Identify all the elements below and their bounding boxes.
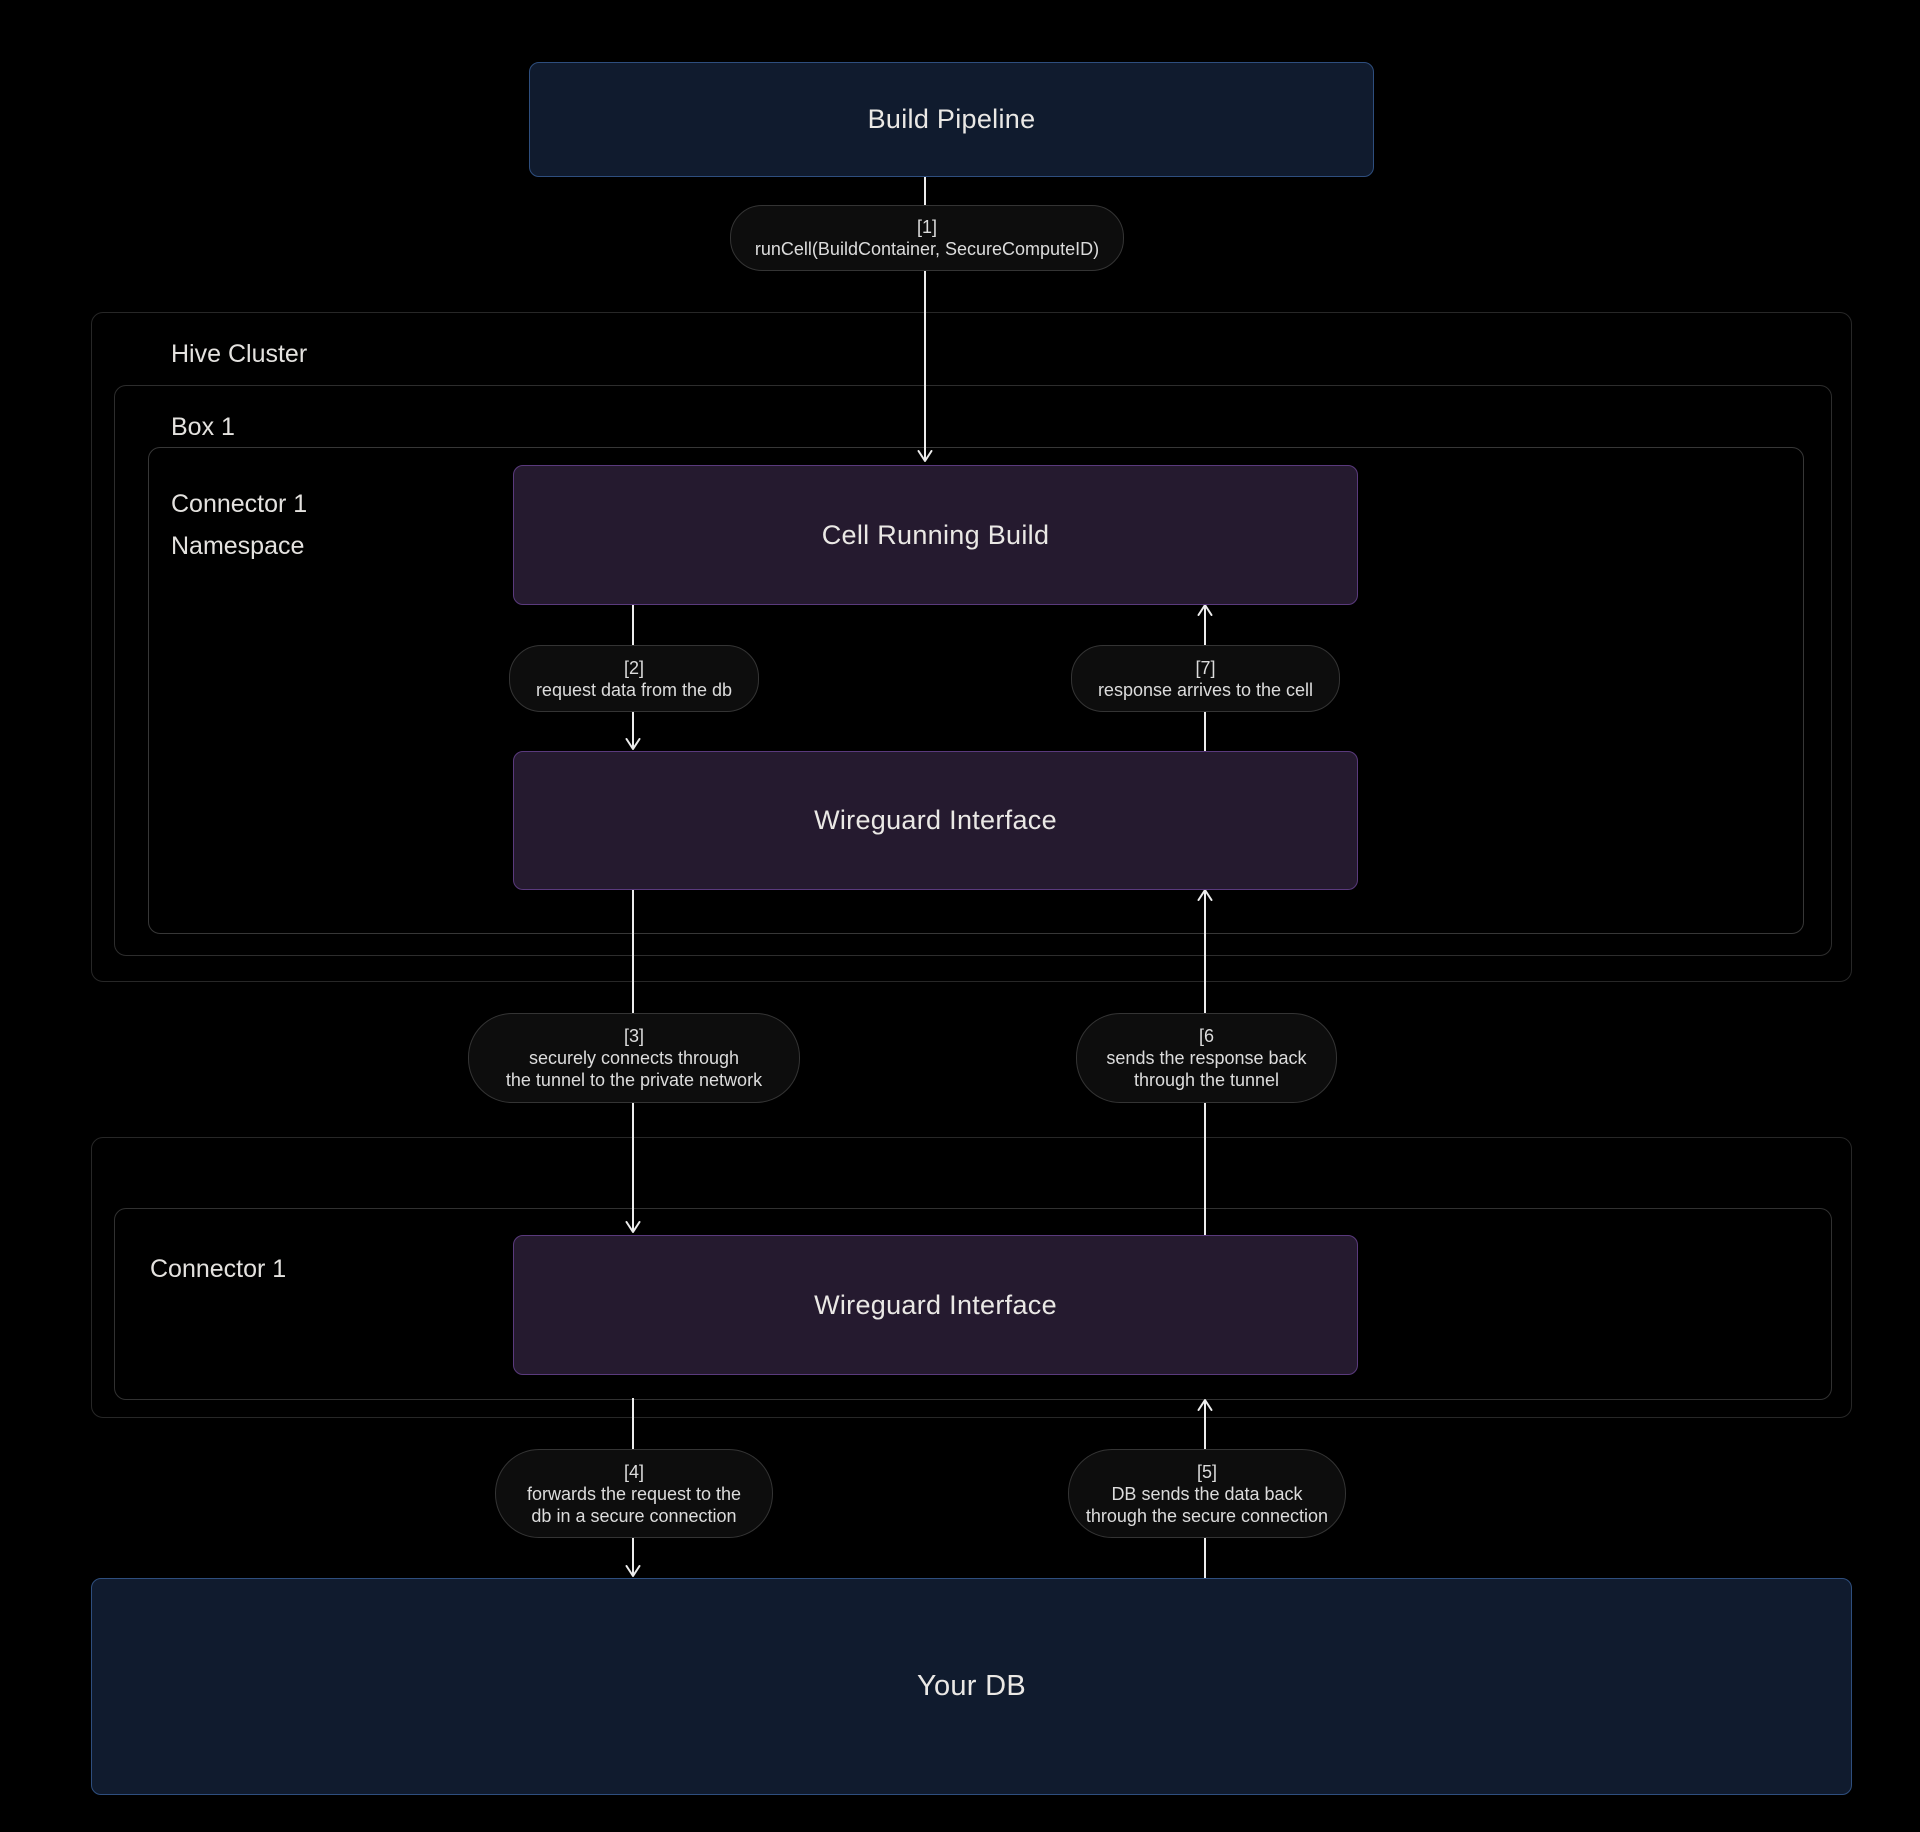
- edge-text: request data from the db: [535, 679, 733, 700]
- node-your-db: Your DB: [91, 1578, 1852, 1795]
- container-connector1-outer: [91, 1137, 1852, 1418]
- edge-text: runCell(BuildContainer, SecureComputeID): [754, 239, 1100, 259]
- edge-step-number: [4]: [623, 1461, 644, 1482]
- node-wireguard-interface-bottom: Wireguard Interface: [513, 1235, 1358, 1375]
- edge-text: db in a secure connection: [531, 1505, 737, 1526]
- edge-label-2: [2] request data from the db: [509, 645, 759, 712]
- container-connector1-namespace-label: Connector 1 Namespace: [171, 483, 307, 567]
- edge-text: forwards the request to the: [526, 1483, 742, 1504]
- edge-step-number: [2]: [623, 657, 644, 678]
- edge-text: response arrives to the cell: [1097, 679, 1314, 700]
- container-box-1-label: Box 1: [171, 413, 235, 441]
- node-cell-running-build: Cell Running Build: [513, 465, 1358, 605]
- container-hive-cluster: [91, 312, 1852, 982]
- edge-step-number: [6: [1198, 1026, 1214, 1046]
- edge-text: securely connects through: [528, 1048, 740, 1068]
- label-line-connector1: Connector 1: [171, 490, 308, 518]
- edge-text: through the secure connection: [1085, 1505, 1329, 1526]
- edge-step-number: [3]: [623, 1026, 644, 1046]
- edge-step-number: [1]: [916, 217, 937, 237]
- node-wireguard-interface-top: Wireguard Interface: [513, 751, 1358, 890]
- container-hive-cluster-label: Hive Cluster: [171, 340, 308, 368]
- node-build-pipeline: Build Pipeline: [529, 62, 1374, 177]
- edge-label-6: [6 sends the response back through the t…: [1076, 1013, 1337, 1103]
- edge-step-number: [7]: [1195, 657, 1216, 678]
- edge-text: the tunnel to the private network: [505, 1070, 763, 1090]
- label-line-namespace: Namespace: [171, 532, 305, 560]
- edge-step-number: [5]: [1196, 1461, 1217, 1482]
- container-box-1: [114, 385, 1832, 956]
- edge-label-4: [4] forwards the request to the db in a …: [495, 1449, 773, 1538]
- edge-label-5: [5] DB sends the data back through the s…: [1068, 1449, 1346, 1538]
- container-connector1-namespace: [148, 447, 1804, 934]
- container-connector1-label: Connector 1: [150, 1255, 287, 1283]
- container-connector1: [114, 1208, 1832, 1400]
- edge-label-3: [3] securely connects through the tunnel…: [468, 1013, 800, 1103]
- edge-label-1: [1] runCell(BuildContainer, SecureComput…: [730, 205, 1124, 271]
- edge-text: through the tunnel: [1133, 1070, 1280, 1090]
- edge-text: sends the response back: [1106, 1048, 1307, 1068]
- edge-label-7: [7] response arrives to the cell: [1071, 645, 1340, 712]
- edge-text: DB sends the data back: [1111, 1483, 1303, 1504]
